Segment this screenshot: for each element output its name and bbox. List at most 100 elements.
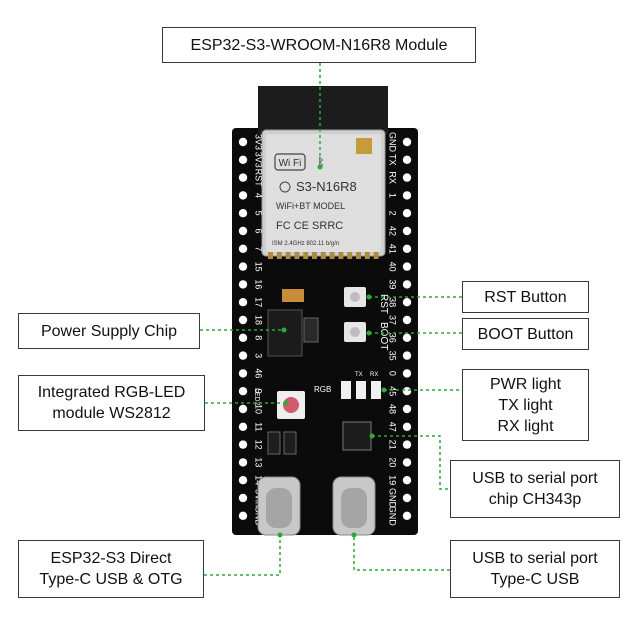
right-pin bbox=[402, 137, 412, 147]
callout-boot-button: BOOT Button bbox=[462, 318, 589, 350]
module-wifi-text: Wi Fi bbox=[279, 158, 302, 169]
callout-rst-button: RST Button bbox=[462, 281, 589, 313]
tx-led bbox=[356, 381, 366, 399]
right-pin bbox=[402, 476, 412, 485]
callout-line: Integrated RGB-LED bbox=[37, 384, 186, 401]
left-pin-label: 13 bbox=[254, 457, 264, 467]
callout-rgb-led: Integrated RGB-LED module WS2812 bbox=[18, 375, 205, 431]
right-pin bbox=[402, 333, 412, 342]
module-pad bbox=[320, 252, 326, 259]
left-pin bbox=[238, 191, 248, 200]
module-pad bbox=[303, 252, 309, 259]
silk-tx: TX bbox=[355, 372, 363, 378]
right-pin-label: 1 bbox=[388, 193, 398, 198]
module-pad bbox=[312, 252, 317, 259]
ipex-connector bbox=[356, 138, 372, 154]
silk-rx: RX bbox=[370, 372, 378, 378]
callout-line: RX light bbox=[497, 417, 554, 435]
right-pin bbox=[402, 244, 412, 253]
left-pin bbox=[238, 387, 248, 396]
right-pin bbox=[402, 422, 412, 431]
left-pin bbox=[238, 404, 248, 414]
right-pin-label: 36 bbox=[388, 333, 398, 343]
module-pad bbox=[347, 252, 353, 259]
left-pin bbox=[238, 333, 248, 342]
right-pin bbox=[402, 511, 412, 520]
left-pin bbox=[238, 298, 248, 307]
silk-rst: RST bbox=[378, 294, 389, 314]
left-pin-label: 6 bbox=[254, 228, 264, 233]
right-pin bbox=[402, 493, 412, 503]
left-pin-label: 18 bbox=[254, 315, 264, 325]
module-pad bbox=[373, 252, 379, 259]
left-pin-label: 10 bbox=[254, 404, 264, 414]
right-pin bbox=[402, 262, 412, 271]
module-pad bbox=[338, 252, 344, 259]
right-pin-label: 38 bbox=[388, 297, 398, 307]
silk-led2: LED2 bbox=[253, 388, 260, 406]
right-pin-label: 45 bbox=[388, 386, 398, 396]
ch343-chip bbox=[342, 421, 372, 451]
capacitor bbox=[282, 289, 304, 302]
module-pad bbox=[268, 252, 273, 259]
right-pin bbox=[402, 387, 412, 396]
left-pin-label: 17 bbox=[254, 297, 264, 307]
module-pad bbox=[285, 252, 291, 259]
callout-line: USB to serial port bbox=[472, 550, 598, 567]
left-pin-label: 8 bbox=[254, 335, 264, 340]
left-pin bbox=[238, 511, 248, 520]
right-pin-label: RX bbox=[388, 171, 398, 184]
left-pin bbox=[238, 137, 248, 147]
left-pin-label: 12 bbox=[254, 440, 264, 450]
right-pin-label: 37 bbox=[388, 315, 398, 325]
right-pin bbox=[402, 173, 412, 182]
left-pin bbox=[238, 440, 248, 449]
left-pin bbox=[238, 173, 248, 182]
left-pin bbox=[238, 351, 248, 360]
right-pin-label: GND bbox=[388, 488, 398, 509]
left-pin bbox=[238, 493, 248, 503]
right-pin-label: 19 bbox=[388, 475, 398, 485]
module-cert-text: FC CE SRRC bbox=[276, 220, 343, 232]
right-pin-label: 39 bbox=[388, 279, 398, 289]
right-pin bbox=[402, 298, 412, 307]
right-pin-label: 42 bbox=[388, 226, 398, 236]
silk-boot: BOOT bbox=[378, 322, 389, 350]
callout-line: RST Button bbox=[484, 288, 567, 306]
rx-led bbox=[371, 381, 381, 399]
right-pin-label: 20 bbox=[388, 457, 398, 467]
power-supply-chip bbox=[267, 309, 303, 357]
right-pin bbox=[402, 458, 412, 467]
left-pin-label: 16 bbox=[254, 279, 264, 289]
left-pin bbox=[238, 209, 248, 218]
right-pin bbox=[402, 404, 412, 414]
module-pad bbox=[329, 252, 335, 259]
module-pad bbox=[294, 252, 300, 259]
left-pin bbox=[238, 244, 248, 253]
left-pin-label: 46 bbox=[254, 368, 264, 378]
silk-rgb: RGB bbox=[314, 385, 331, 394]
module-model-text: S3-N16R8 bbox=[296, 179, 357, 194]
right-pin-label: 21 bbox=[388, 440, 398, 450]
left-pin-label: 14 bbox=[254, 475, 264, 485]
module-ism-text: ISM 2.4GHz 802.11 b/g/n bbox=[272, 241, 339, 247]
module-pad bbox=[364, 252, 370, 259]
callout-line: Type-C USB bbox=[490, 571, 580, 588]
callout-line: TX light bbox=[498, 396, 553, 414]
callout-power-chip: Power Supply Chip bbox=[18, 313, 200, 349]
right-pin-label: 48 bbox=[388, 404, 398, 414]
callout-line: module WS2812 bbox=[52, 405, 171, 422]
callout-line: BOOT Button bbox=[477, 325, 574, 343]
antenna-area bbox=[258, 86, 388, 134]
left-pin bbox=[238, 315, 248, 325]
left-pin bbox=[238, 422, 248, 431]
pwr-led bbox=[341, 381, 351, 399]
left-pin bbox=[238, 226, 248, 236]
left-pin bbox=[238, 476, 248, 485]
right-pin-label: 40 bbox=[388, 262, 398, 272]
right-pin-label: GND bbox=[388, 506, 398, 527]
callout-line: ESP32-S3 Direct bbox=[50, 550, 172, 567]
